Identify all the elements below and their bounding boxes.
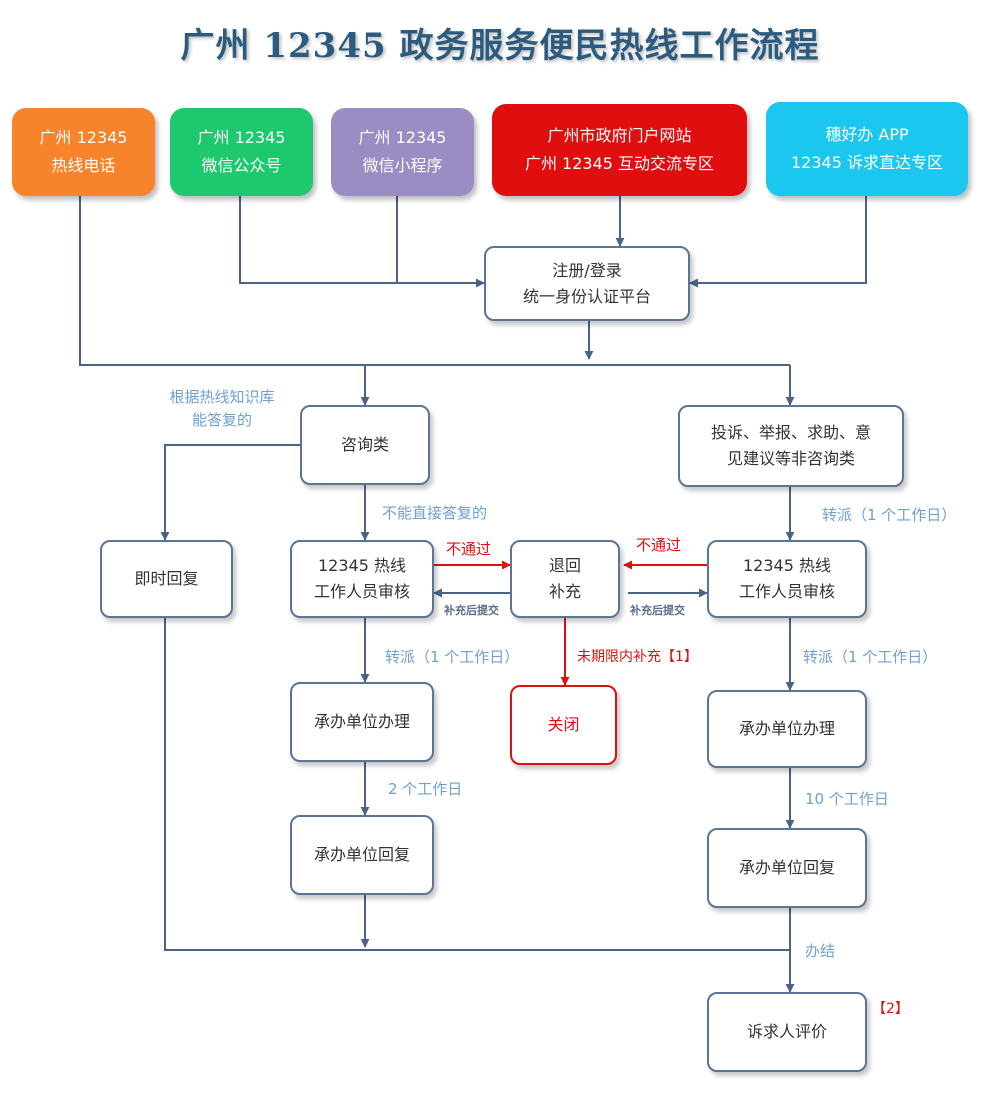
complaint-line1: 投诉、举报、求助、意 bbox=[710, 423, 871, 442]
connector-app bbox=[689, 196, 867, 288]
source-hotline: 广州 12345 热线电话 bbox=[12, 108, 155, 196]
instant-reply-node: 即时回复 bbox=[100, 540, 233, 618]
auth-platform-line2: 统一身份认证平台 bbox=[522, 286, 651, 306]
label-knowledge: 根据热线知识库能答复的 bbox=[169, 388, 275, 429]
auth-platform-line1: 注册/登录 bbox=[552, 260, 622, 280]
close-node: 关闭 bbox=[510, 685, 617, 765]
label-reject-left: 不通过 bbox=[446, 540, 492, 558]
connector-wechat-account bbox=[239, 196, 485, 288]
source-portal: 广州市政府门户网站 广州 12345 互动交流专区 bbox=[492, 104, 747, 196]
source-mini-program: 广州 12345 微信小程序 bbox=[331, 108, 474, 196]
instant-reply-label: 即时回复 bbox=[134, 569, 199, 588]
label-days-2: 2 个工作日 bbox=[388, 780, 463, 798]
consult-node: 咨询类 bbox=[300, 405, 430, 485]
evaluate-label: 诉求人评价 bbox=[746, 1022, 827, 1041]
handle-right-node: 承办单位办理 bbox=[707, 690, 867, 768]
reply-left-node: 承办单位回复 bbox=[290, 815, 434, 895]
supplement-line1: 退回 bbox=[548, 556, 581, 575]
label-overdue: 未期限内补充【1】 bbox=[577, 649, 698, 665]
label-reject-right: 不通过 bbox=[636, 536, 682, 554]
source-mini-program-line1: 广州 12345 bbox=[358, 128, 447, 147]
consult-label: 咨询类 bbox=[340, 435, 389, 454]
label-resubmit-right: 补充后提交 bbox=[630, 604, 685, 617]
auth-platform-node: 注册/登录 统一身份认证平台 bbox=[484, 246, 690, 321]
review-left-line2: 工作人员审核 bbox=[313, 582, 410, 601]
reply-right-label: 承办单位回复 bbox=[738, 858, 835, 877]
label-dispatch-right: 转派（1 个工作日） bbox=[803, 648, 938, 666]
label-dispatch-right-top: 转派（1 个工作日） bbox=[822, 506, 957, 524]
source-app-line2: 12345 诉求直达专区 bbox=[791, 153, 943, 172]
handle-right-label: 承办单位办理 bbox=[738, 719, 835, 738]
connector-hotline bbox=[79, 196, 790, 366]
label-note-2: 【2】 bbox=[872, 1001, 909, 1017]
source-app: 穗好办 APP 12345 诉求直达专区 bbox=[766, 102, 968, 196]
review-right-node: 12345 热线 工作人员审核 bbox=[707, 540, 867, 618]
review-right-line2: 工作人员审核 bbox=[738, 582, 835, 601]
source-mini-program-line2: 微信小程序 bbox=[362, 156, 443, 175]
evaluate-node: 诉求人评价 bbox=[707, 992, 867, 1072]
source-wechat-account: 广州 12345 微信公众号 bbox=[170, 108, 313, 196]
reply-left-label: 承办单位回复 bbox=[313, 845, 410, 864]
handle-left-label: 承办单位办理 bbox=[313, 712, 410, 731]
source-hotline-line1: 广州 12345 bbox=[39, 128, 128, 147]
source-hotline-line2: 热线电话 bbox=[51, 156, 116, 175]
source-wechat-account-line2: 微信公众号 bbox=[201, 156, 282, 175]
review-left-node: 12345 热线 工作人员审核 bbox=[290, 540, 434, 618]
reply-right-node: 承办单位回复 bbox=[707, 828, 867, 908]
label-dispatch-left: 转派（1 个工作日） bbox=[385, 648, 520, 666]
complaint-node: 投诉、举报、求助、意 见建议等非咨询类 bbox=[678, 405, 904, 487]
label-days-10: 10 个工作日 bbox=[805, 790, 889, 808]
complaint-line2: 见建议等非咨询类 bbox=[726, 449, 855, 468]
review-right-line1: 12345 热线 bbox=[743, 556, 831, 575]
supplement-line2: 补充 bbox=[548, 582, 581, 601]
label-done: 办结 bbox=[805, 942, 836, 960]
label-resubmit-left: 补充后提交 bbox=[444, 604, 499, 617]
source-portal-line2: 广州 12345 互动交流专区 bbox=[524, 154, 715, 173]
close-label: 关闭 bbox=[547, 715, 580, 734]
review-left-line1: 12345 热线 bbox=[318, 556, 406, 575]
page-title: 广州 12345 政务服务便民热线工作流程 bbox=[180, 26, 820, 66]
label-cannot-direct: 不能直接答复的 bbox=[382, 504, 488, 522]
connector-instant-down bbox=[164, 618, 790, 951]
supplement-node: 退回 补充 bbox=[510, 540, 620, 618]
source-wechat-account-line1: 广州 12345 bbox=[197, 128, 286, 147]
source-portal-line1: 广州市政府门户网站 bbox=[547, 126, 692, 145]
handle-left-node: 承办单位办理 bbox=[290, 682, 434, 762]
source-app-line1: 穗好办 APP bbox=[825, 125, 909, 144]
connector-consult-to-instant bbox=[160, 444, 300, 541]
